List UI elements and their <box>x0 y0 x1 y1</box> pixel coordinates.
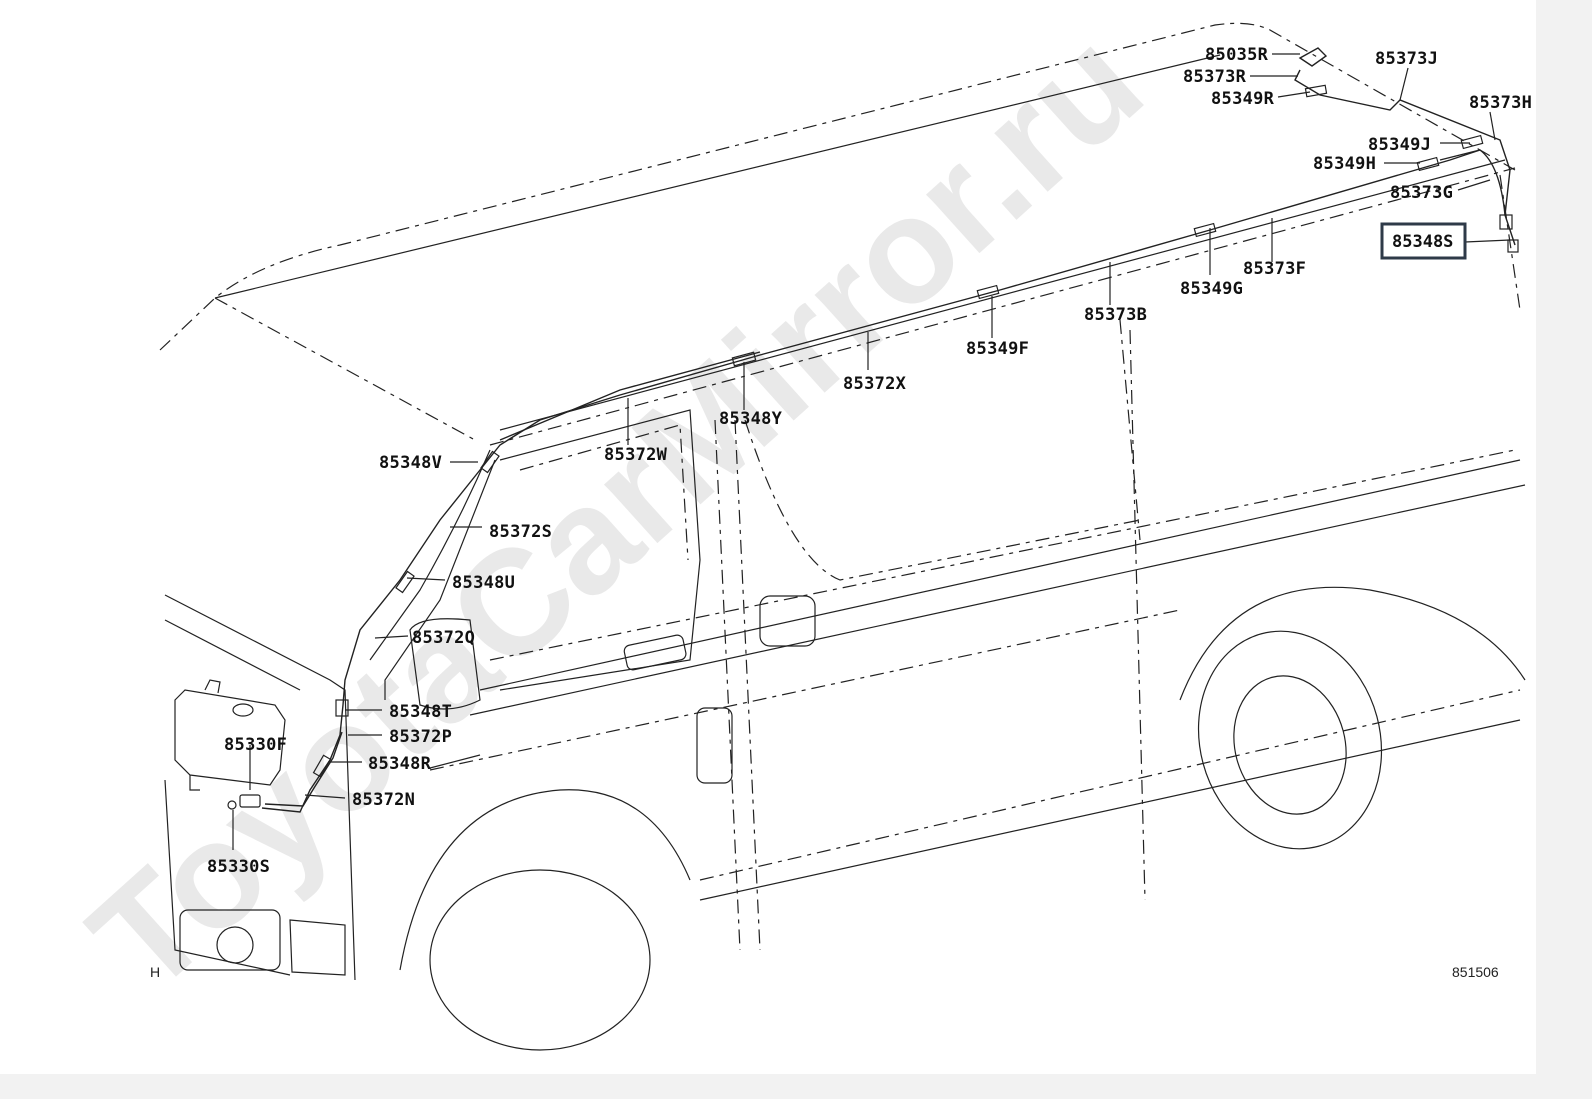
part-label-85349H[interactable]: 85349H <box>1313 154 1376 174</box>
diagram-sheet: ToyotaCarMirror.ru <box>0 0 1536 1074</box>
highlighted-part-85348S[interactable]: 85348S <box>1380 222 1467 260</box>
part-label-85330F[interactable]: 85330F <box>224 735 287 755</box>
part-label-85330S[interactable]: 85330S <box>207 857 270 877</box>
part-labels: 85035R 85373R 85349R 85373J 85373H 85349… <box>207 45 1532 877</box>
part-label-85349J[interactable]: 85349J <box>1368 135 1431 155</box>
part-label-85348S[interactable]: 85348S <box>1392 232 1453 252</box>
part-label-85373G[interactable]: 85373G <box>1390 183 1453 203</box>
parts-diagram: ToyotaCarMirror.ru <box>59 0 1532 1051</box>
part-label-85372P[interactable]: 85372P <box>389 727 452 747</box>
part-label-85348U[interactable]: 85348U <box>452 573 515 593</box>
figure-code: 851506 <box>1452 964 1499 980</box>
part-label-85348T[interactable]: 85348T <box>389 702 452 722</box>
part-label-85372S[interactable]: 85372S <box>489 522 552 542</box>
part-label-85349R[interactable]: 85349R <box>1211 89 1275 109</box>
part-label-85348R[interactable]: 85348R <box>368 754 432 774</box>
part-label-85373H[interactable]: 85373H <box>1469 93 1532 113</box>
part-label-85349F[interactable]: 85349F <box>966 339 1029 359</box>
part-label-85373F[interactable]: 85373F <box>1243 259 1306 279</box>
part-label-85373R[interactable]: 85373R <box>1183 67 1247 87</box>
part-label-85348V[interactable]: 85348V <box>379 453 442 473</box>
washer-hose-route <box>261 47 1519 813</box>
part-label-85372W[interactable]: 85372W <box>604 445 668 465</box>
highlight-box <box>1380 222 1467 260</box>
part-label-85372Q[interactable]: 85372Q <box>412 628 475 648</box>
leader-lines <box>232 53 1511 850</box>
van-outline <box>159 22 1526 1051</box>
view-marker: H <box>150 964 160 980</box>
part-label-85373J[interactable]: 85373J <box>1375 49 1438 69</box>
part-label-85348Y[interactable]: 85348Y <box>719 409 783 429</box>
part-label-85349G[interactable]: 85349G <box>1180 279 1243 299</box>
part-label-85035R[interactable]: 85035R <box>1205 45 1269 65</box>
part-label-85373B[interactable]: 85373B <box>1084 305 1147 325</box>
part-label-85372N[interactable]: 85372N <box>352 790 415 810</box>
part-label-85372X[interactable]: 85372X <box>843 374 907 394</box>
